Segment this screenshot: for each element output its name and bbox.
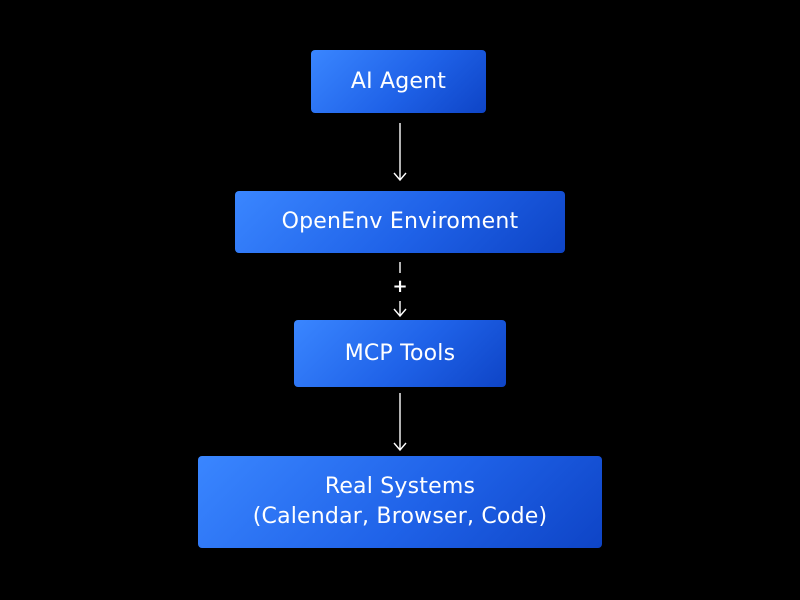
node-real-systems-title: Real Systems: [324, 474, 476, 499]
node-mcp-tools: MCP Tools: [294, 320, 506, 387]
connector-plus-marker: +: [392, 276, 408, 297]
node-openenv-environment-label: OpenEnv Enviroment: [281, 209, 519, 234]
node-ai-agent: AI Agent: [311, 50, 486, 113]
node-real-systems: Real Systems (Calendar, Browser, Code): [198, 456, 602, 548]
node-ai-agent-label: AI Agent: [350, 68, 447, 94]
node-real-systems-subtitle: (Calendar, Browser, Code): [252, 504, 548, 529]
node-mcp-tools-label: MCP Tools: [344, 340, 456, 366]
node-openenv-environment: OpenEnv Enviroment: [235, 191, 565, 253]
